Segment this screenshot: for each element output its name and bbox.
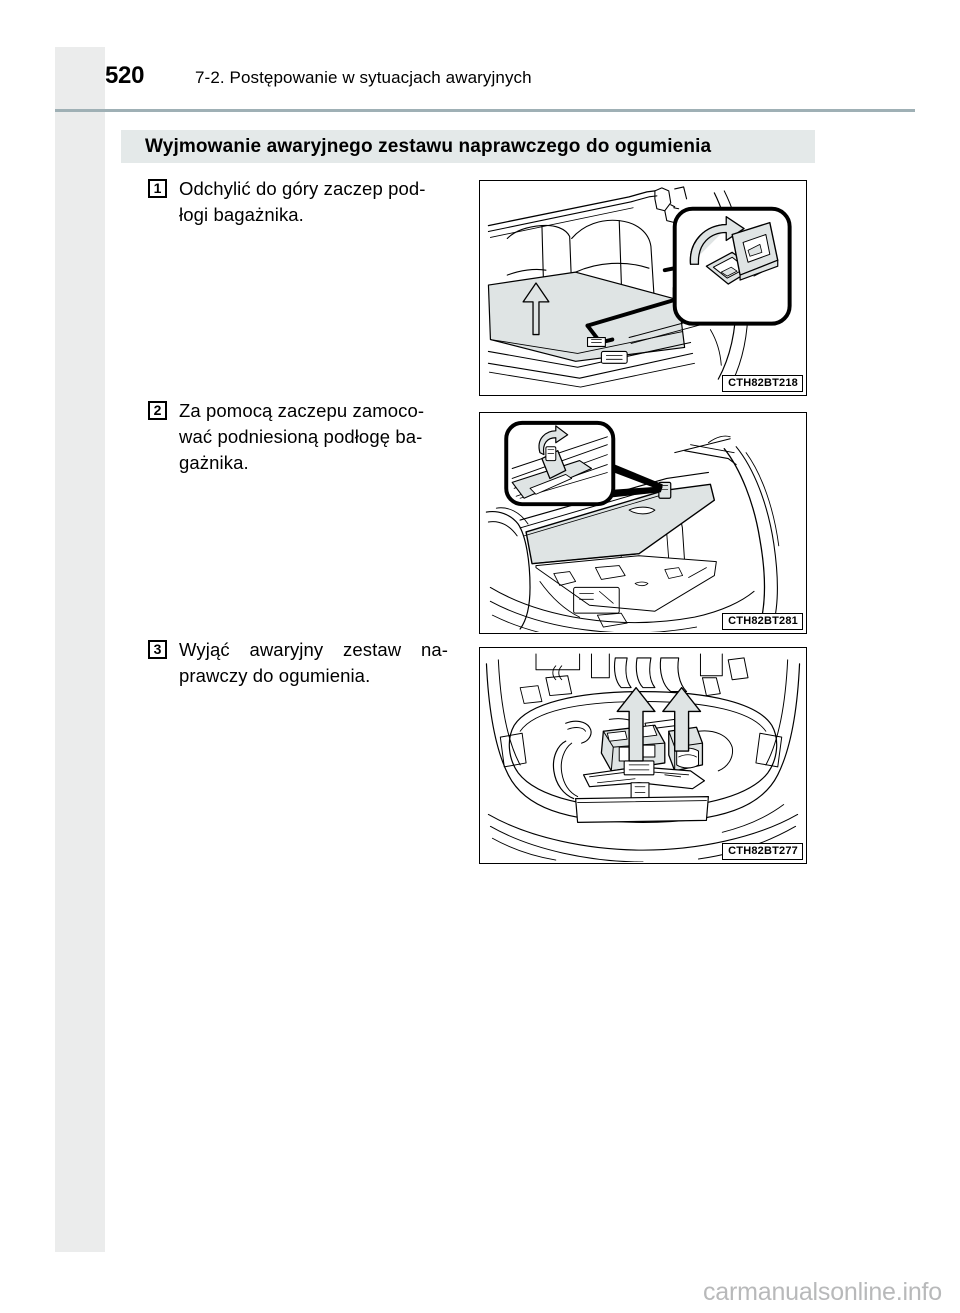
step-number-badge: 2 [148, 401, 167, 420]
step-number-badge: 1 [148, 179, 167, 198]
figure-floor-secured-by-hook: CTH82BT281 [479, 412, 807, 634]
page-header: 520 7-2. Postępowanie w sytuacjach awary… [105, 62, 820, 102]
site-watermark: carmanualsonline.info [702, 1278, 942, 1306]
step-text: Za pomocą zaczepu zamoco-wać podniesioną… [179, 400, 425, 473]
figure-code-label: CTH82BT281 [722, 613, 803, 630]
section-banner: Wyjmowanie awaryjnego zestawu naprawczeg… [121, 130, 815, 163]
step-item: 2 Za pomocą zaczepu zamoco-wać podniesio… [148, 398, 448, 476]
step-item: 1 Odchylić do góry zaczep pod-łogi bagaż… [148, 176, 448, 228]
step-item: 3 Wyjąć awaryjny zestaw na-prawczy do og… [148, 637, 448, 689]
header-rule [55, 109, 915, 112]
figure-repair-kit-removal: CTH82BT277 [479, 647, 807, 864]
page-number: 520 [105, 62, 145, 89]
section-title: Wyjmowanie awaryjnego zestawu naprawczeg… [145, 135, 712, 157]
figure-2-illustration [485, 420, 780, 633]
step-text: Odchylić do góry zaczep pod-łogi bagażni… [179, 178, 426, 225]
figure-code-label: CTH82BT277 [722, 843, 803, 860]
figure-3-illustration [485, 653, 801, 863]
figure-1-illustration [487, 186, 792, 388]
step-text: Wyjąć awaryjny zestaw na-prawczy do ogum… [179, 639, 448, 686]
figure-trunk-hook-release: CTH82BT218 [479, 180, 807, 396]
header-chapter-title: 7-2. Postępowanie w sytuacjach awaryjnyc… [195, 68, 532, 87]
step-number-badge: 3 [148, 640, 167, 659]
figure-code-label: CTH82BT218 [722, 375, 803, 392]
left-margin-strip [55, 47, 105, 1252]
